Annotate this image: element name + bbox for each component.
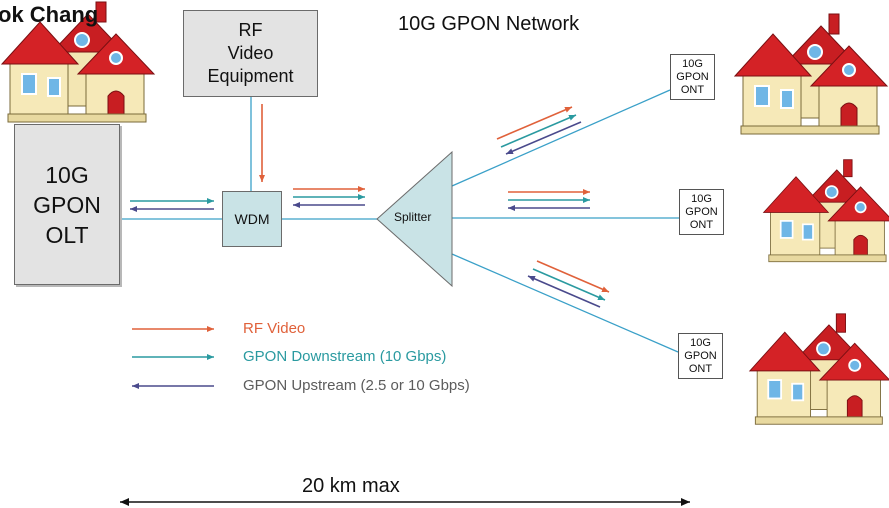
upstream-arrow — [505, 121, 582, 155]
downstream-arrow — [532, 268, 606, 301]
fiber-splitter-ont1 — [451, 89, 671, 187]
ont-box-3: 10G GPON ONT — [678, 333, 723, 379]
author-name: ok Chang — [0, 2, 99, 27]
fiber-splitter-ont3 — [451, 253, 679, 353]
splitter-shape — [376, 150, 453, 288]
olt-box: 10G GPON OLT — [14, 124, 120, 285]
splitter-label: Splitter — [394, 210, 432, 224]
legend-arrows — [132, 326, 214, 389]
page-title: 10G GPON Network — [398, 13, 580, 35]
legend-gpon-downstream: GPON Downstream (10 Gbps) — [243, 348, 447, 365]
rf-video-arrow — [536, 260, 610, 293]
fiber-links — [120, 89, 679, 353]
distance-label: 20 km max — [302, 475, 400, 497]
rf-video-arrow — [496, 106, 573, 140]
legend-gpon-upstream: GPON Upstream (2.5 or 10 Gbps) — [243, 377, 470, 394]
rf-video-equipment-box: RF Video Equipment — [183, 10, 318, 97]
legend-rf-video: RF Video — [243, 320, 306, 337]
signal-arrows — [130, 104, 610, 308]
wdm-box: WDM — [222, 191, 282, 247]
ont-box-1: 10G GPON ONT — [670, 54, 715, 100]
house-icon — [748, 312, 889, 426]
upstream-arrow — [527, 275, 601, 308]
house-icon — [762, 158, 889, 263]
ont-box-2: 10G GPON ONT — [679, 189, 724, 235]
downstream-arrow — [500, 114, 577, 148]
house-icon — [734, 13, 888, 135]
house-icon — [0, 1, 156, 123]
